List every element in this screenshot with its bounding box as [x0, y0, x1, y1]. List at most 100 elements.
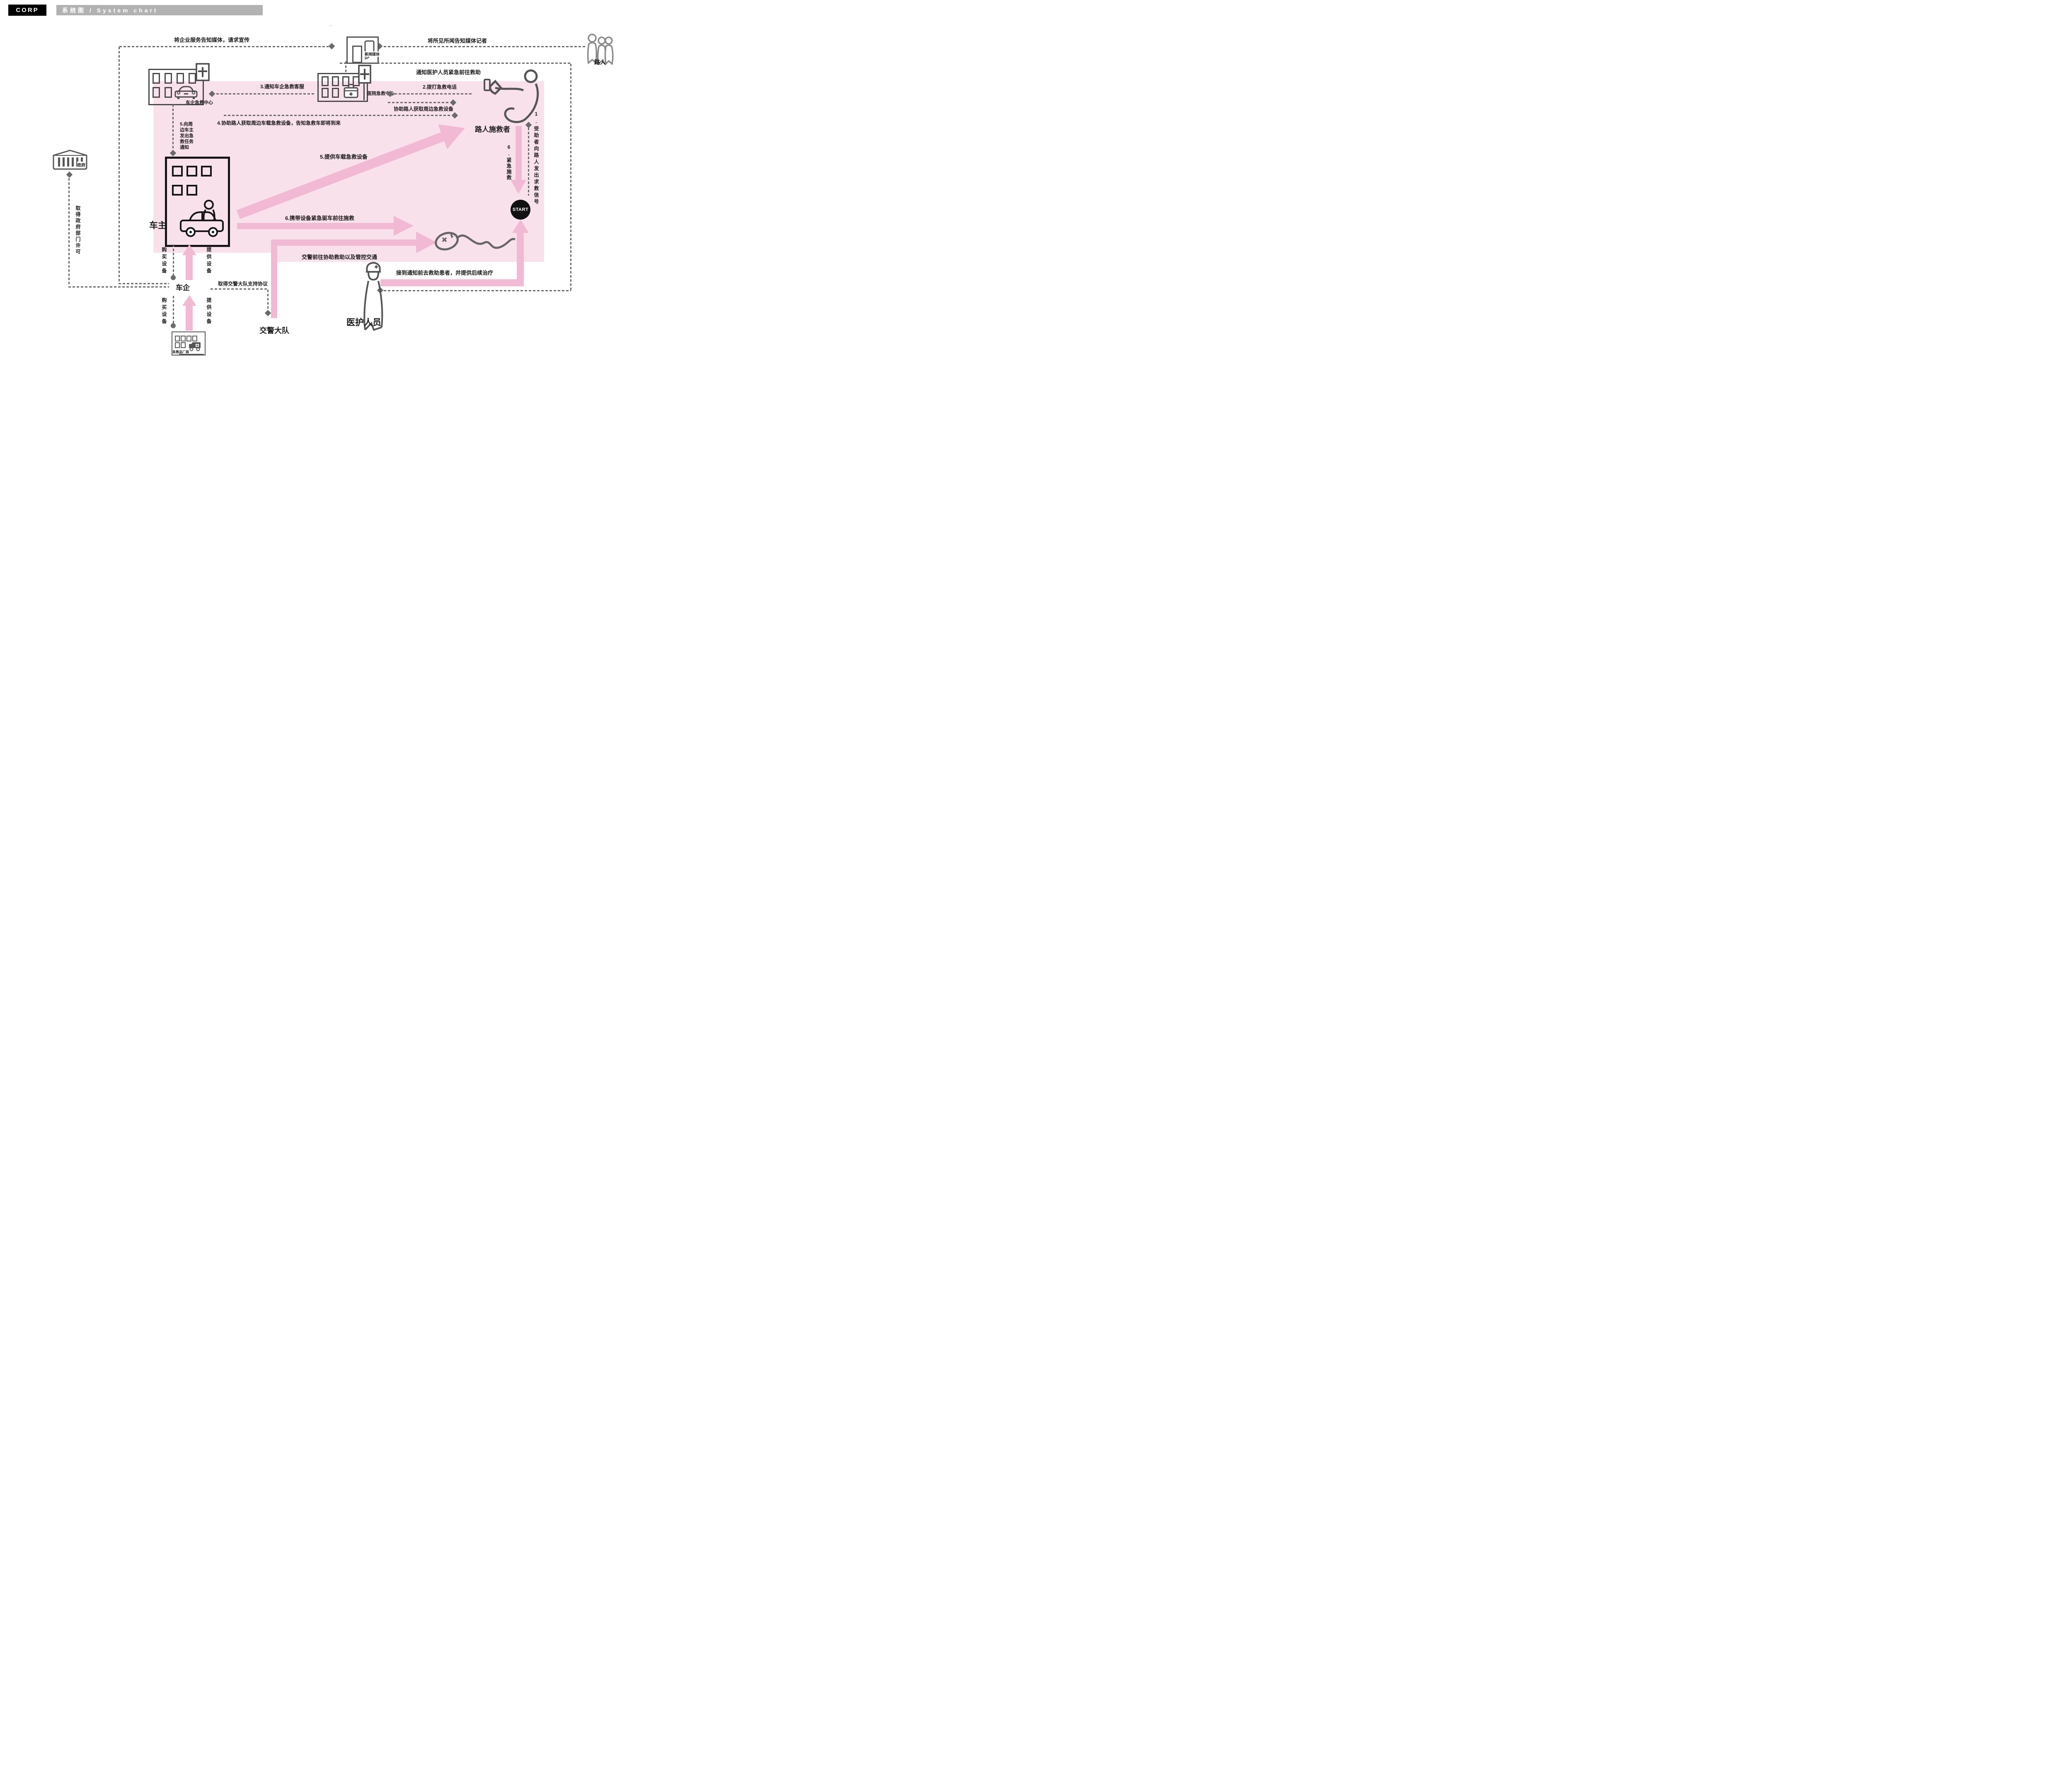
edge-label-provide-onboard: 5.提供车载急救设备	[320, 154, 368, 160]
edge-label-buy-equipment-2: 购买设备	[161, 298, 167, 326]
dotted-line-notify-owners	[172, 104, 174, 151]
ambulance-icon	[189, 342, 201, 351]
supplier-window	[175, 336, 180, 341]
edge-label-victim-signal: 1.受助者向路人发出求救信号	[533, 111, 539, 206]
dotted-line-right-loop-h	[384, 290, 571, 291]
medical-staff-label: 医护人员	[346, 318, 381, 327]
car-company-center-building	[148, 69, 204, 105]
first-aid-kit-icon	[344, 84, 358, 98]
owner-window	[186, 166, 197, 177]
hospital-building	[317, 73, 368, 102]
edge-label-provide-equipment-1: 提供设备	[206, 247, 212, 275]
government-building	[53, 150, 87, 170]
provide-arrow-1-head	[182, 244, 196, 255]
hosp-window	[322, 76, 329, 86]
supplier-window	[181, 336, 186, 341]
owner-car-icon	[180, 200, 224, 237]
provide-onboard-arrow	[236, 124, 465, 219]
drive-arrow-shaft	[237, 223, 395, 229]
page-title: 系统图 / System chart	[56, 5, 263, 15]
edge-label-notify-cs: 3.通知车企急救客服	[260, 84, 305, 90]
dotted-line-call-emergency	[395, 93, 472, 94]
supplier-window	[175, 342, 180, 348]
edge-label-provide-equipment-2: 提供设备	[206, 298, 212, 326]
system-chart: CORP 系统图 / System chart ` 将企业服务告知媒体，请求宣传…	[0, 0, 637, 358]
dotted-line-media-hospital	[345, 61, 346, 72]
edge-label-notify-medics: 通知医护人员紧急前往救助	[416, 69, 481, 75]
provide-arrow-2-head	[182, 295, 196, 306]
news-media-door	[352, 46, 362, 63]
edge-label-help-nearby: 协助路人获取周边急救设备	[394, 106, 454, 112]
dashed-line-buy-2	[173, 296, 174, 323]
hosp-window	[342, 76, 349, 86]
injured-person-icon	[435, 232, 516, 251]
car-company-label: 车企	[176, 284, 190, 292]
edge-label-tell-reporters: 将所见所闻告知媒体记者	[428, 38, 487, 44]
dotted-line-passersby-to-media	[384, 46, 585, 47]
car-icon	[174, 86, 198, 99]
edge-label-police-agreement: 取得交警大队支持协议	[218, 281, 268, 287]
edge-label-police-assist: 交警前往协助救助以及管控交通	[302, 254, 378, 260]
corp-logo: CORP	[8, 5, 46, 16]
ccc-window	[152, 87, 160, 98]
edge-label-promote-media: 将企业服务告知媒体，请求宣传	[174, 37, 250, 43]
rescuer-icon	[484, 69, 539, 123]
arrow-diamond-government	[66, 171, 73, 178]
edge-label-help-onboard: 4.协助路人获取周边车载急救设备，告知急救车即将到来	[217, 120, 341, 126]
owner-window	[201, 166, 212, 177]
hosp-window	[322, 88, 329, 98]
dotted-line-media-to-right	[340, 63, 571, 64]
medic-path-h	[380, 279, 524, 286]
medic-path-v	[517, 232, 524, 286]
owner-window	[172, 166, 183, 177]
car-owner-building	[165, 157, 230, 247]
dotted-line-help-nearby	[388, 102, 450, 103]
edge-label-emergency-rescue: 6.紧急施救	[506, 144, 512, 181]
sign-pole	[363, 84, 365, 100]
hosp-window	[332, 76, 339, 86]
supplier-base-line	[179, 354, 204, 355]
dashed-line-buy-1-end	[171, 275, 176, 280]
arrow-diamond-police	[264, 310, 271, 317]
car-owner-label: 车主	[149, 221, 167, 230]
provide-arrow-2-shaft	[186, 305, 193, 331]
passersby-label: 路人	[594, 59, 606, 65]
police-arrow-shaft-v	[271, 239, 277, 318]
dotted-line-right-loop-v	[570, 64, 571, 291]
ccc-window	[165, 73, 172, 84]
hosp-window	[332, 88, 339, 98]
broadcast-phone-icon	[364, 40, 375, 60]
drive-arrow-head	[394, 216, 414, 236]
edge-label-gov-permit: 取得政府部门许可	[75, 206, 81, 255]
owner-window	[172, 185, 183, 196]
dotted-line-left-loop-v	[119, 47, 120, 283]
rescuer-label: 路人施救者	[475, 126, 510, 133]
government-label: 政府	[77, 162, 85, 168]
edge-label-medic-followup: 接到通知前去救助患者，并提供后续治疗	[396, 270, 494, 276]
edge-label-notify-owners: 5.向周 边车主 发出急 救任务 通知	[180, 122, 194, 150]
dotted-line-gov-permit-h	[68, 286, 169, 288]
edge-label-call-emergency: 2.拨打急救电话	[423, 84, 457, 90]
ccc-window	[177, 73, 184, 84]
red-cross-sign-icon	[196, 63, 210, 81]
dotted-line-gov-permit-v	[68, 178, 70, 286]
rescue-arrow-shaft	[516, 126, 522, 180]
red-cross-sign-icon	[358, 65, 371, 84]
dotted-line-left-loop-h	[119, 283, 169, 284]
rescue-arrow-head	[511, 180, 526, 194]
owner-window	[186, 185, 197, 196]
passersby-icon	[587, 34, 614, 65]
ccc-window	[152, 73, 160, 84]
supplier-window	[181, 342, 186, 348]
pink-region-step	[276, 253, 544, 262]
dotted-line-corp-to-media	[119, 46, 329, 47]
ccc-window	[189, 73, 196, 84]
supplier-window	[192, 336, 197, 341]
traffic-police-label: 交警大队	[259, 327, 289, 335]
dotted-line-help-onboard	[224, 115, 452, 116]
dashed-line-buy-2-end	[171, 323, 176, 328]
stray-mark: `	[330, 24, 332, 31]
police-arrow-head	[416, 232, 437, 253]
supplier-label: 急救品厂商	[172, 350, 189, 354]
police-arrow-shaft-h	[271, 239, 416, 246]
